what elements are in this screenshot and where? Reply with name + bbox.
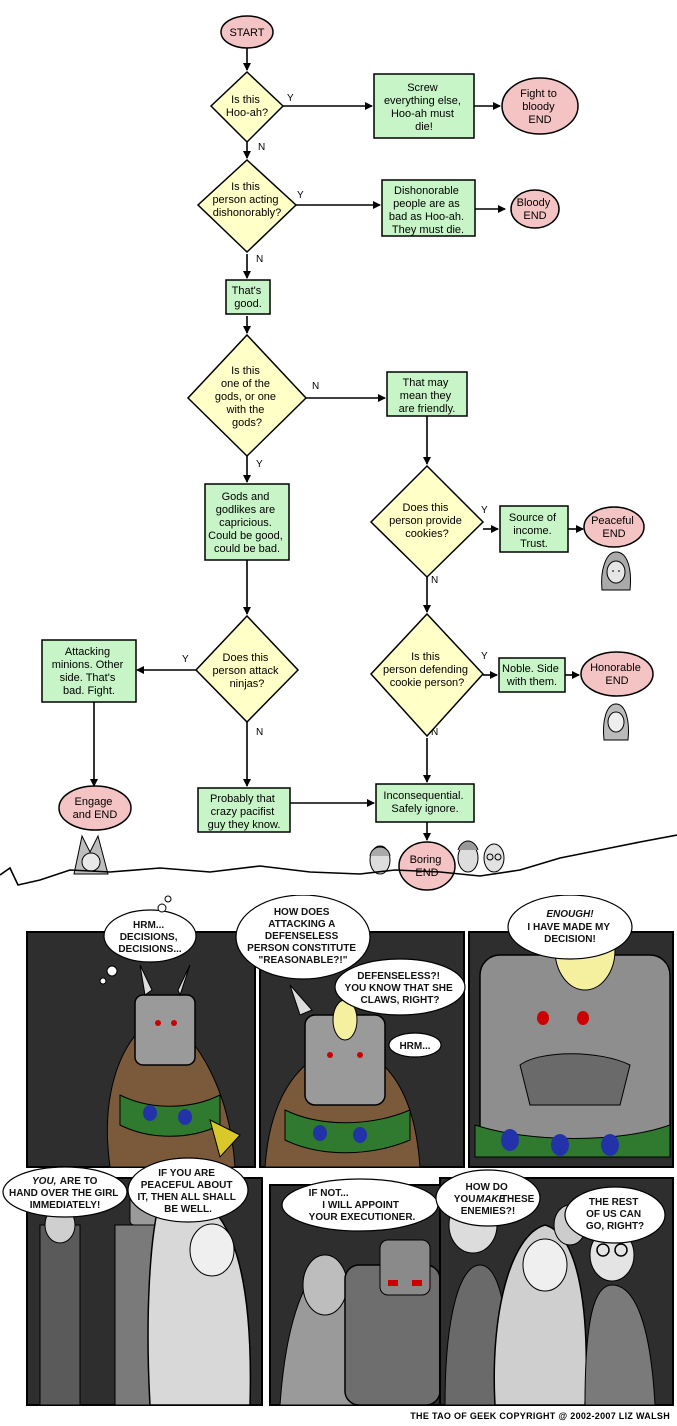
process-friendly-text: That may mean they are friendly. <box>399 377 456 415</box>
terminal-fight-end: Fight to bloody END <box>501 77 579 135</box>
panel-3-bubble-emphasis: ENOUGH! <box>546 909 594 920</box>
label-n-dishonor: N <box>256 254 263 265</box>
decision-cookies-text: Does this person provide cookies? <box>389 502 465 540</box>
terminal-engage-end-text: Engage and END <box>73 796 118 821</box>
label-n-gods: N <box>312 381 319 392</box>
terminal-boring-end: Boring END <box>398 841 456 891</box>
panel-2-bubble-2: DEFENSELESS?! YOU KNOW THAT SHE CLAWS, R… <box>345 971 456 1006</box>
terminal-start: START <box>220 15 274 49</box>
decision-cookies: Does this person provide cookies? <box>369 464 485 579</box>
panel-5: IF NOT... I WILL APPOINT YOUR EXECUTIONE… <box>269 1178 443 1406</box>
decision-dishonor-text: Is this person acting dishonorably? <box>212 181 281 219</box>
decision-defending: Is this person defending cookie person? <box>369 612 485 738</box>
panel-4-bubble-1: ARE TO HAND OVER THE GIRL IMMEDIATELY! <box>9 1176 121 1211</box>
decision-gods: Is this one of the gods, or one with the… <box>186 333 308 458</box>
process-noble: Noble. Side with them. <box>498 657 566 693</box>
panel-6: HOW DO YOU MAKE THESE ENEMIES?! THE REST… <box>435 1169 674 1406</box>
process-ignore: Inconsequential. Safely ignore. <box>375 783 475 823</box>
process-dishonor-text: Dishonorable people are as bad as Hoo-ah… <box>389 185 467 236</box>
process-ignore-text: Inconsequential. Safely ignore. <box>383 790 466 815</box>
character-portrait-girl <box>601 551 631 591</box>
decision-ninjas: Does this person attack ninjas? <box>194 614 300 724</box>
character-portraits-boring <box>369 840 505 875</box>
label-y-cookies: Y <box>481 505 488 516</box>
process-dishonor: Dishonorable people are as bad as Hoo-ah… <box>381 179 476 237</box>
panel-6-bubble-2: THE REST OF US CAN GO, RIGHT? <box>586 1197 644 1232</box>
label-y-dishonor: Y <box>297 190 304 201</box>
panel-5-bubble: IF NOT... I WILL APPOINT YOUR EXECUTIONE… <box>309 1188 416 1223</box>
process-income-text: Source of income. Trust. <box>509 512 559 550</box>
process-minions-text: Attacking minions. Other side. That's ba… <box>52 646 127 697</box>
process-screw: Screw everything else, Hoo-ah must die! <box>373 73 475 139</box>
label-y-ninjas: Y <box>182 654 189 665</box>
terminal-peaceful-end-text: Peaceful END <box>591 515 637 540</box>
terminal-honorable-end: Honorable END <box>580 651 654 697</box>
terminal-bloody-end-text: Bloody END <box>517 197 554 222</box>
decision-hooah-text: Is this Hoo-ah? <box>226 94 268 119</box>
label-n-defending: N <box>431 727 438 738</box>
terminal-honorable-end-text: Honorable END <box>590 662 644 687</box>
process-noble-text: Noble. Side with them. <box>502 663 562 688</box>
panel-1-thought: HRM... DECISIONS, DECISIONS... <box>118 920 182 955</box>
flowchart: Y N Y N N Y Y N Y N Y N START Is this Ho… <box>0 15 677 891</box>
process-good-text: That's good. <box>232 285 265 310</box>
process-gods: Gods and godlikes are capricious. Could … <box>204 483 290 561</box>
character-portrait-knight <box>603 703 629 741</box>
panel-2-bubble-1: HOW DOES ATTACKING A DEFENSELESS PERSON … <box>247 907 359 966</box>
decision-ninjas-text: Does this person attack ninjas? <box>212 652 281 690</box>
process-screw-text: Screw everything else, Hoo-ah must die! <box>384 82 464 133</box>
branch-labels: Y N Y N N Y Y N Y N Y N <box>182 93 488 738</box>
process-income: Source of income. Trust. <box>499 505 569 553</box>
panel-4-bubble-1-emphasis: YOU, <box>32 1176 56 1187</box>
process-pacifist-text: Probably that crazy pacifist guy they kn… <box>208 793 281 831</box>
process-gods-text: Gods and godlikes are capricious. Could … <box>208 491 286 555</box>
start-text: START <box>229 27 264 39</box>
terminal-boring-end-text: Boring END <box>410 854 445 879</box>
decision-defending-text: Is this person defending cookie person? <box>383 651 471 689</box>
label-y-gods: Y <box>256 459 263 470</box>
decision-dishonor: Is this person acting dishonorably? <box>196 158 298 254</box>
terminal-bloody-end: Bloody END <box>510 189 560 229</box>
decision-hooah: Is this Hoo-ah? <box>209 70 285 144</box>
flow-connectors <box>90 48 584 841</box>
label-y-hooah: Y <box>287 93 294 104</box>
terminal-fight-end-text: Fight to bloody END <box>520 88 560 126</box>
process-minions: Attacking minions. Other side. That's ba… <box>41 639 137 703</box>
label-n-cookies: N <box>431 575 438 586</box>
label-y-defending: Y <box>481 651 488 662</box>
panel-2-bubble-3: HRM... <box>399 1041 430 1052</box>
panel-4: YOU, ARE TO HAND OVER THE GIRL IMMEDIATE… <box>2 1157 263 1406</box>
terminal-peaceful-end: Peaceful END <box>583 506 645 548</box>
panel-3: ENOUGH! I HAVE MADE MY DECISION! <box>468 895 674 1168</box>
process-good: That's good. <box>225 279 271 315</box>
torn-paper-edge <box>0 834 677 886</box>
process-friendly: That may mean they are friendly. <box>386 371 468 417</box>
decision-gods-text: Is this one of the gods, or one with the… <box>215 365 279 429</box>
panel-3-bubble: I HAVE MADE MY DECISION! <box>527 922 612 945</box>
terminal-engage-end: Engage and END <box>58 785 132 831</box>
character-portrait-cat-girl <box>73 834 109 875</box>
panel-2: HOW DOES ATTACKING A DEFENSELESS PERSON … <box>235 895 466 1168</box>
comic-strip: HRM... DECISIONS, DECISIONS... HOW DOES … <box>2 895 674 1406</box>
label-n-ninjas: N <box>256 727 263 738</box>
panel-6-bubble-1: HOW DO YOU MAKE THESE ENEMIES?! <box>454 1182 537 1217</box>
panel-1: HRM... DECISIONS, DECISIONS... <box>26 895 256 1168</box>
process-pacifist: Probably that crazy pacifist guy they kn… <box>197 787 291 833</box>
panel-4-bubble-2: IF YOU ARE PEACEFUL ABOUT IT, THEN ALL S… <box>138 1168 239 1215</box>
label-n-hooah: N <box>258 142 265 153</box>
copyright-notice: THE TAO OF GEEK COPYRIGHT @ 2002-2007 LI… <box>410 1411 670 1421</box>
